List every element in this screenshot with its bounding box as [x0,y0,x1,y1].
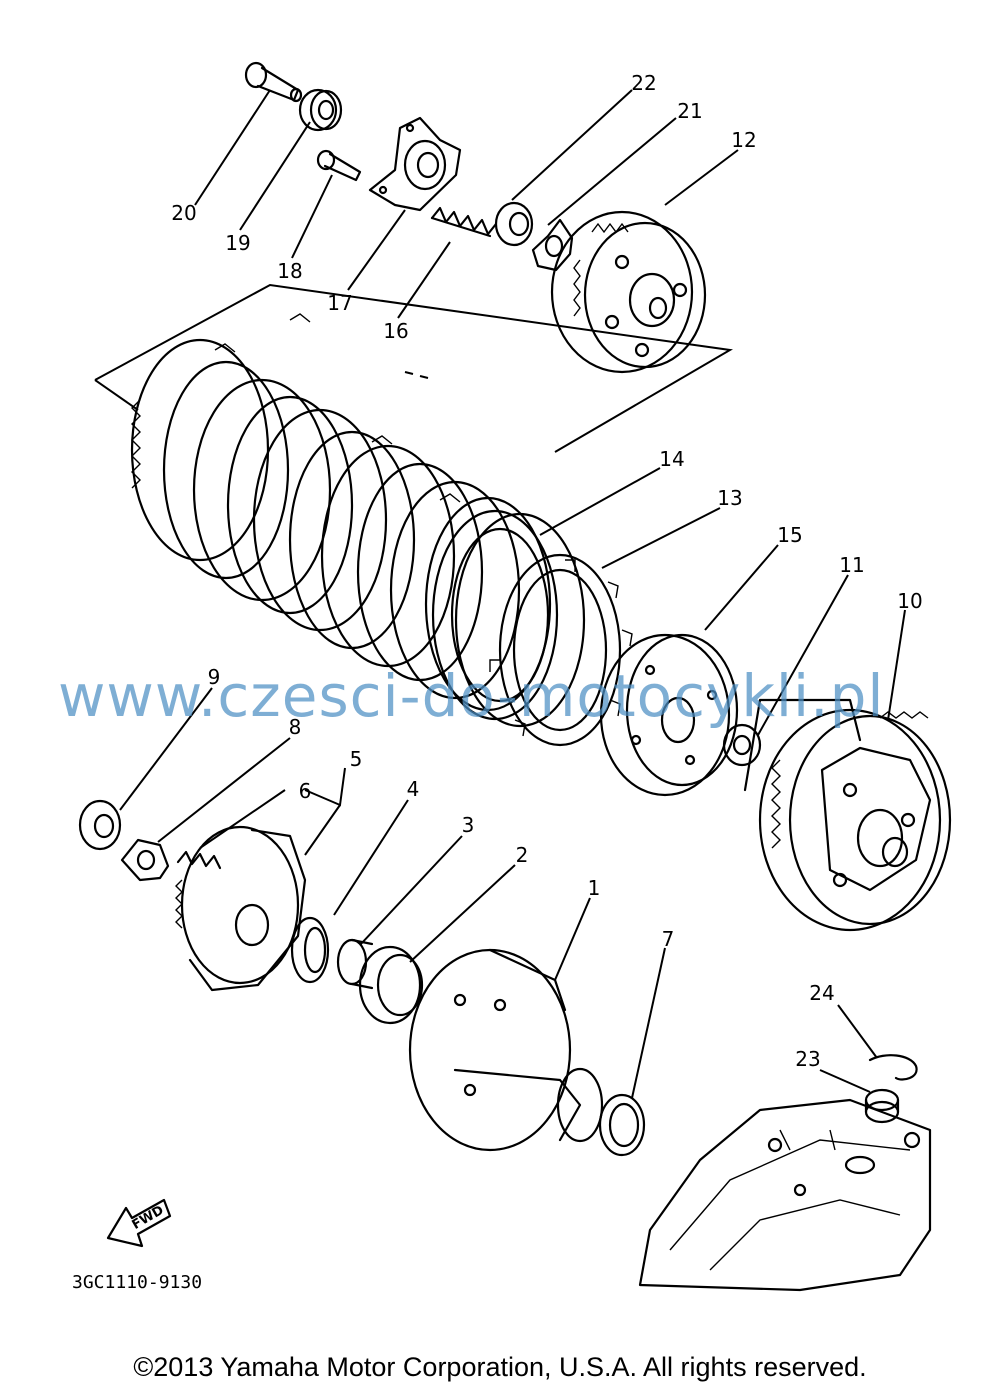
callout-14: 14 [659,447,684,471]
callout-10: 10 [897,589,922,613]
part-4-washer [290,916,330,984]
plate-group-bracket [94,283,733,453]
callout-21: 21 [677,99,702,123]
callout-8: 8 [289,715,302,739]
part-22-nut [494,201,534,247]
callout-15: 15 [777,523,802,547]
part-20-push-rod [244,61,303,103]
callout-7: 7 [662,927,675,951]
part-24-circlip [868,1054,918,1081]
callout-23: 23 [795,1047,820,1071]
part-2-one-way-clutch [358,945,424,1025]
part-21-lock-washer [531,218,574,272]
callout-12: 12 [731,128,756,152]
part-13-friction-plate [489,553,633,747]
part-11-washer [722,723,762,767]
part-7-oil-seal [598,1093,646,1157]
part-17-pressure-plate [368,116,462,212]
part-18-bolt [316,149,362,182]
callout-16: 16 [383,319,408,343]
part-5-centrifugal-shoe [175,825,307,992]
callout-1: 1 [588,876,601,900]
part-6-spring [176,850,222,870]
part-8-lock-washer [120,838,170,882]
document-code: 3GC1110-9130 [72,1272,203,1293]
part-12-primary-driven-gear [550,210,707,374]
part-15-clutch-boss [599,633,739,797]
callout-labels: 1 2 3 4 5 6 7 8 9 10 11 12 13 14 15 16 1… [171,71,922,1071]
crankcase-section [638,1098,932,1292]
fwd-arrow-icon: FWD [106,1198,172,1248]
callout-20: 20 [171,201,196,225]
callout-17: 17 [327,291,352,315]
clutch-plate-stack [130,313,586,728]
part-3-collar [336,938,374,990]
site-watermark: www.czesci-do-motocykli.pl [58,662,885,730]
callout-19: 19 [225,231,250,255]
callout-2: 2 [516,843,529,867]
part-19-bearing [298,88,343,132]
callout-6: 6 [299,779,312,803]
callout-5: 5 [350,747,363,771]
part-9-washer [78,799,122,851]
callout-24: 24 [809,981,834,1005]
callout-18: 18 [277,259,302,283]
part-10-clutch-housing [743,698,952,932]
callout-9: 9 [208,665,221,689]
part-16-spring [430,206,498,238]
copyright-notice: ©2013 Yamaha Motor Corporation, U.S.A. A… [133,1352,867,1382]
part-14-friction-plate [431,509,559,721]
callout-4: 4 [407,777,420,801]
callout-13: 13 [717,486,742,510]
part-1-clutch-carrier [408,948,604,1152]
callout-11: 11 [839,553,864,577]
leader-lines [119,89,906,1099]
callout-3: 3 [462,813,475,837]
callout-22: 22 [631,71,656,95]
